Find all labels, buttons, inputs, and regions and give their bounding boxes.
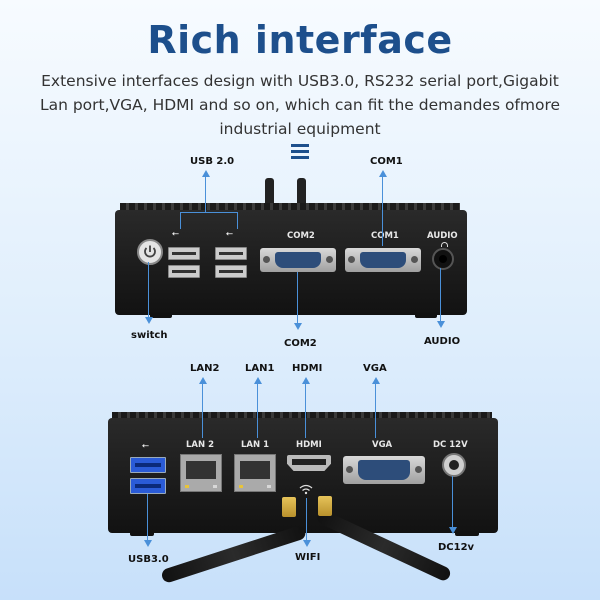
com1-callout-line [382, 176, 383, 246]
chassis-bottom [108, 418, 498, 533]
subtitle-line-3: industrial equipment [219, 120, 381, 138]
heatsink-fins-top [120, 203, 460, 213]
usb20-callout-line [205, 176, 206, 212]
wifi-callout-label: WIFI [295, 552, 321, 563]
usb2-port[interactable] [215, 247, 247, 260]
vga-panel-label: VGA [372, 440, 393, 450]
usb20-callout-label: USB 2.0 [190, 156, 235, 167]
antenna-connector-left [282, 497, 296, 517]
device-top: ⭠ ⭠ COM2 COM1 AUDIO USB 2.0 COM1 switch … [115, 156, 467, 349]
dc-jack[interactable] [442, 453, 466, 477]
antenna-connector-right [318, 496, 332, 516]
com1-callout-arrow [379, 170, 387, 177]
usb2-port[interactable] [215, 265, 247, 278]
power-icon [144, 245, 156, 258]
wifi-antenna-left [160, 524, 308, 585]
vga-callout-arrow [372, 377, 380, 384]
headphone-icon [441, 242, 448, 247]
dc12v-callout-line [452, 476, 453, 528]
com2-port[interactable] [260, 248, 336, 272]
dc12v-callout-arrow [449, 527, 457, 534]
page-title: Rich interface [147, 18, 453, 62]
com2-panel-label: COM2 [287, 231, 315, 241]
audio-jack[interactable] [432, 248, 454, 270]
com1-port[interactable] [345, 248, 421, 272]
foot-left [150, 313, 172, 318]
lan2-callout-line [202, 383, 203, 438]
com1-panel-label: COM1 [371, 231, 399, 241]
vga-port[interactable] [343, 456, 425, 484]
com2-callout-line [297, 272, 298, 324]
subtitle-line-2: Lan port,VGA, HDMI and so on, which can … [39, 96, 561, 114]
switch-callout-line [148, 262, 149, 318]
foot-left-bottom [130, 531, 154, 536]
usb2-port[interactable] [168, 247, 200, 260]
lan1-callout-line [257, 383, 258, 438]
usb20-bracket [180, 212, 238, 229]
usb-icon: ⭠ [142, 441, 149, 451]
audio-callout-line [440, 268, 441, 322]
audio-panel-label: AUDIO [427, 231, 458, 241]
power-button[interactable] [137, 239, 163, 265]
lan1-panel-label: LAN 1 [241, 440, 269, 450]
audio-callout-arrow [437, 321, 445, 328]
usb2-port[interactable] [168, 265, 200, 278]
usb-icon: ⭠ [172, 229, 179, 239]
menu-icon [291, 144, 309, 159]
hdmi-port[interactable] [287, 455, 331, 471]
hdmi-callout-arrow [302, 377, 310, 384]
heatsink-fins-bottom [112, 412, 492, 422]
switch-callout-label: switch [131, 330, 168, 341]
com2-callout-label: COM2 [284, 338, 317, 349]
audio-callout-label: AUDIO [424, 336, 461, 347]
usb30-callout-label: USB3.0 [128, 554, 169, 565]
com2-callout-arrow [294, 323, 302, 330]
wifi-callout-arrow [303, 540, 311, 547]
usb20-callout-arrow [202, 170, 210, 177]
subtitle-line-1: Extensive interfaces design with USB3.0,… [41, 72, 559, 90]
com1-callout-label: COM1 [370, 156, 403, 167]
hdmi-callout-label: HDMI [292, 363, 323, 374]
dc-panel-label: DC 12V [433, 440, 468, 450]
hdmi-callout-line [305, 383, 306, 438]
lan1-port[interactable] [234, 454, 276, 492]
lan2-panel-label: LAN 2 [186, 440, 214, 450]
lan2-callout-arrow [199, 377, 207, 384]
usb30-callout-line [147, 494, 148, 540]
lan1-callout-arrow [254, 377, 262, 384]
hdmi-panel-label: HDMI [296, 440, 322, 450]
lan1-callout-label: LAN1 [245, 363, 275, 374]
usb-icon: ⭠ [226, 229, 233, 239]
lan2-port[interactable] [180, 454, 222, 492]
switch-callout-arrow [145, 317, 153, 324]
wifi-icon [299, 484, 313, 495]
usb3-port[interactable] [130, 457, 166, 473]
lan2-callout-label: LAN2 [190, 363, 220, 374]
vga-callout-line [375, 383, 376, 438]
foot-right-bottom [455, 531, 479, 536]
antenna-stub-right [297, 178, 306, 210]
usb30-callout-arrow [144, 540, 152, 547]
vga-callout-label: VGA [363, 363, 387, 374]
usb3-port[interactable] [130, 478, 166, 494]
wifi-callout-line [306, 498, 307, 540]
antenna-stub-left [265, 178, 274, 208]
foot-right [415, 313, 437, 318]
dc12v-callout-label: DC12v [438, 542, 475, 553]
